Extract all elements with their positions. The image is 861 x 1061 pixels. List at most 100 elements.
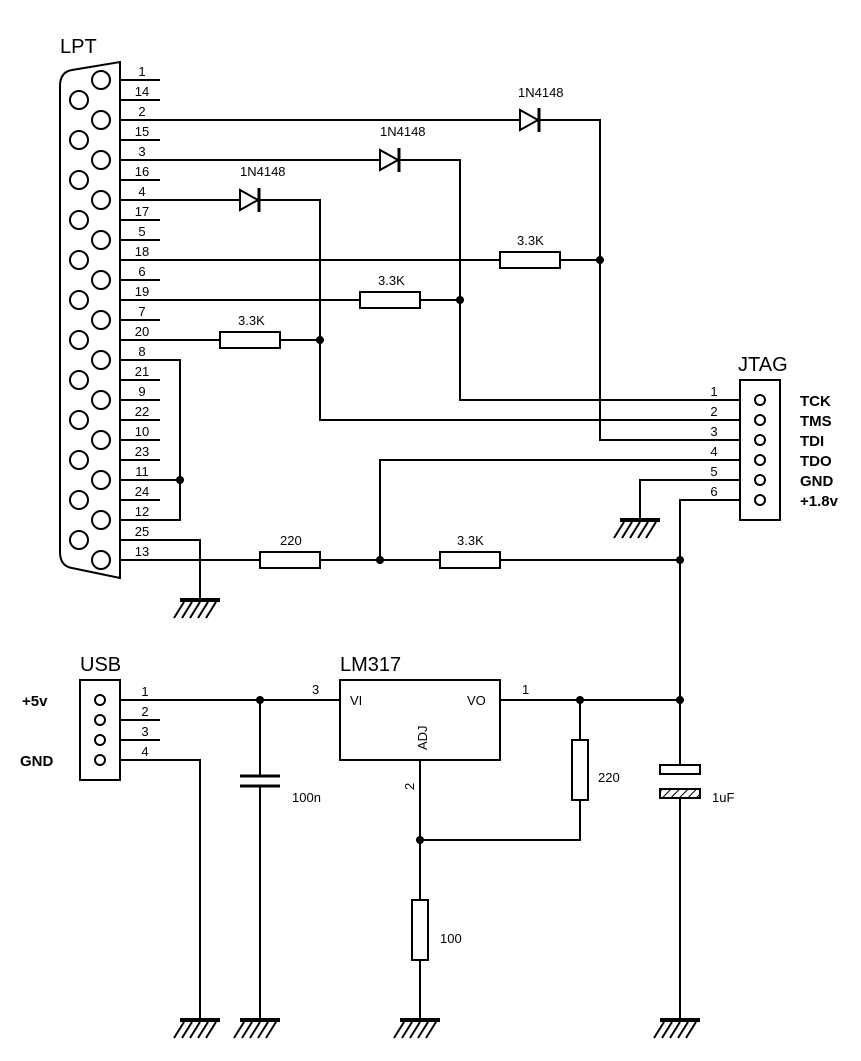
regulator-body — [339, 679, 501, 761]
junction-dot — [676, 556, 684, 564]
diode-3: 1N4148 — [239, 164, 286, 212]
lpt-pin-number: 5 — [138, 224, 145, 239]
lpt-pin-number: 20 — [135, 324, 149, 339]
regulator-name: LM317 — [340, 654, 401, 676]
regulator-adj-label: ADJ — [415, 725, 430, 750]
resistor-pin20: 3.3K — [219, 313, 281, 349]
lpt-pin-hole — [91, 390, 111, 410]
resistor-label: 220 — [280, 533, 302, 548]
resistor-body — [571, 739, 589, 801]
lpt-pin-hole — [91, 350, 111, 370]
lpt-pin-number: 23 — [135, 444, 149, 459]
lpt-pin-hole — [69, 490, 89, 510]
junction-dot — [416, 836, 424, 844]
lpt-pin-hole — [91, 310, 111, 330]
usb-pin-number: 1 — [141, 684, 148, 699]
jtag-pin-number: 5 — [710, 464, 717, 479]
usb-title: USB — [80, 654, 121, 676]
lpt-pin-hole — [69, 450, 89, 470]
ground-icon — [173, 598, 220, 619]
resistor-pin18: 3.3K — [499, 233, 561, 269]
wire — [259, 199, 761, 421]
ground-symbols — [173, 518, 700, 1039]
lpt-title: LPT — [60, 36, 97, 58]
lpt-pin-hole — [69, 330, 89, 350]
wires — [119, 119, 761, 1021]
wire — [119, 539, 201, 601]
lpt-pin-hole — [91, 230, 111, 250]
lpt-pin-hole — [69, 290, 89, 310]
resistor-body — [219, 331, 281, 349]
wire — [639, 479, 761, 521]
lpt-pin-number: 2 — [138, 104, 145, 119]
lpt-pin-number: 25 — [135, 524, 149, 539]
jtag-pin-number: 4 — [710, 444, 717, 459]
lpt-pin-number: 3 — [138, 144, 145, 159]
wire — [119, 359, 181, 521]
lpt-pin-hole — [91, 470, 111, 490]
resistor-bias: 3.3K — [439, 533, 501, 569]
resistor-body — [411, 899, 429, 961]
lpt-pin-number: 19 — [135, 284, 149, 299]
usb-pin-number: 4 — [141, 744, 148, 759]
jtag-pin-number: 6 — [710, 484, 717, 499]
jtag-pin-number: 3 — [710, 424, 717, 439]
capacitor-100n: 100n — [240, 774, 321, 805]
lpt-pin-number: 6 — [138, 264, 145, 279]
junction-dot — [456, 296, 464, 304]
wire — [399, 159, 761, 401]
jtag-pin-number: 2 — [710, 404, 717, 419]
diode-symbol — [239, 188, 261, 212]
lpt-pin-hole — [69, 90, 89, 110]
lpt-pin-number: 8 — [138, 344, 145, 359]
usb-pin-number: 3 — [141, 724, 148, 739]
lpt-pin-hole — [91, 510, 111, 530]
diode-label: 1N4148 — [518, 85, 564, 100]
resistor-adj-bottom: 100 — [411, 899, 462, 961]
regulator-pin-adj: 2 — [402, 783, 417, 790]
jtag-pin — [754, 414, 766, 426]
diode-1: 1N4148 — [518, 85, 564, 132]
lpt-pin-hole — [69, 410, 89, 430]
jtag-signal-label: TDO — [800, 453, 832, 470]
lpt-pin-hole — [69, 130, 89, 150]
lpt-pin-hole — [91, 70, 111, 90]
junction-dot — [576, 696, 584, 704]
regulator-vo-label: VO — [467, 693, 486, 708]
capacitor-label: 1uF — [712, 790, 734, 805]
lpt-pin-number: 24 — [135, 484, 149, 499]
lpt-pin-number: 11 — [135, 464, 149, 479]
lpt-pin-number: 18 — [135, 244, 149, 259]
ground-icon — [173, 1018, 220, 1039]
jtag-pin — [754, 394, 766, 406]
resistor-pin13: 220 — [259, 533, 321, 569]
resistor-label: 220 — [598, 770, 620, 785]
lpt-pin-hole — [69, 370, 89, 390]
diode-symbol — [379, 148, 401, 172]
usb-pin — [94, 714, 106, 726]
junction-dot — [316, 336, 324, 344]
regulator-pin-vi: 3 — [312, 682, 319, 697]
lpt-pin-number: 17 — [135, 204, 149, 219]
lpt-pin-number: 14 — [135, 84, 149, 99]
junctions — [176, 256, 684, 844]
jtag-signal-label: GND — [800, 473, 834, 490]
regulator-pin-vo: 1 — [522, 682, 529, 697]
lpt-pin-hole — [91, 110, 111, 130]
capacitor-label: 100n — [292, 790, 321, 805]
lpt-shell — [59, 60, 121, 580]
capacitor-plate-negative — [659, 788, 701, 799]
usb-pin-number: 2 — [141, 704, 148, 719]
resistor-label: 3.3K — [457, 533, 484, 548]
usb-vcc-label: +5v — [22, 693, 48, 710]
resistor-label: 3.3K — [238, 313, 265, 328]
jtag-signal-label: TDI — [800, 433, 824, 450]
lpt-pin-number: 15 — [135, 124, 149, 139]
resistor-body — [359, 291, 421, 309]
capacitor-plate — [659, 764, 701, 775]
lpt-pin-number: 22 — [135, 404, 149, 419]
diode-symbol — [519, 108, 541, 132]
resistor-label: 3.3K — [517, 233, 544, 248]
lpt-pin-hole — [91, 190, 111, 210]
